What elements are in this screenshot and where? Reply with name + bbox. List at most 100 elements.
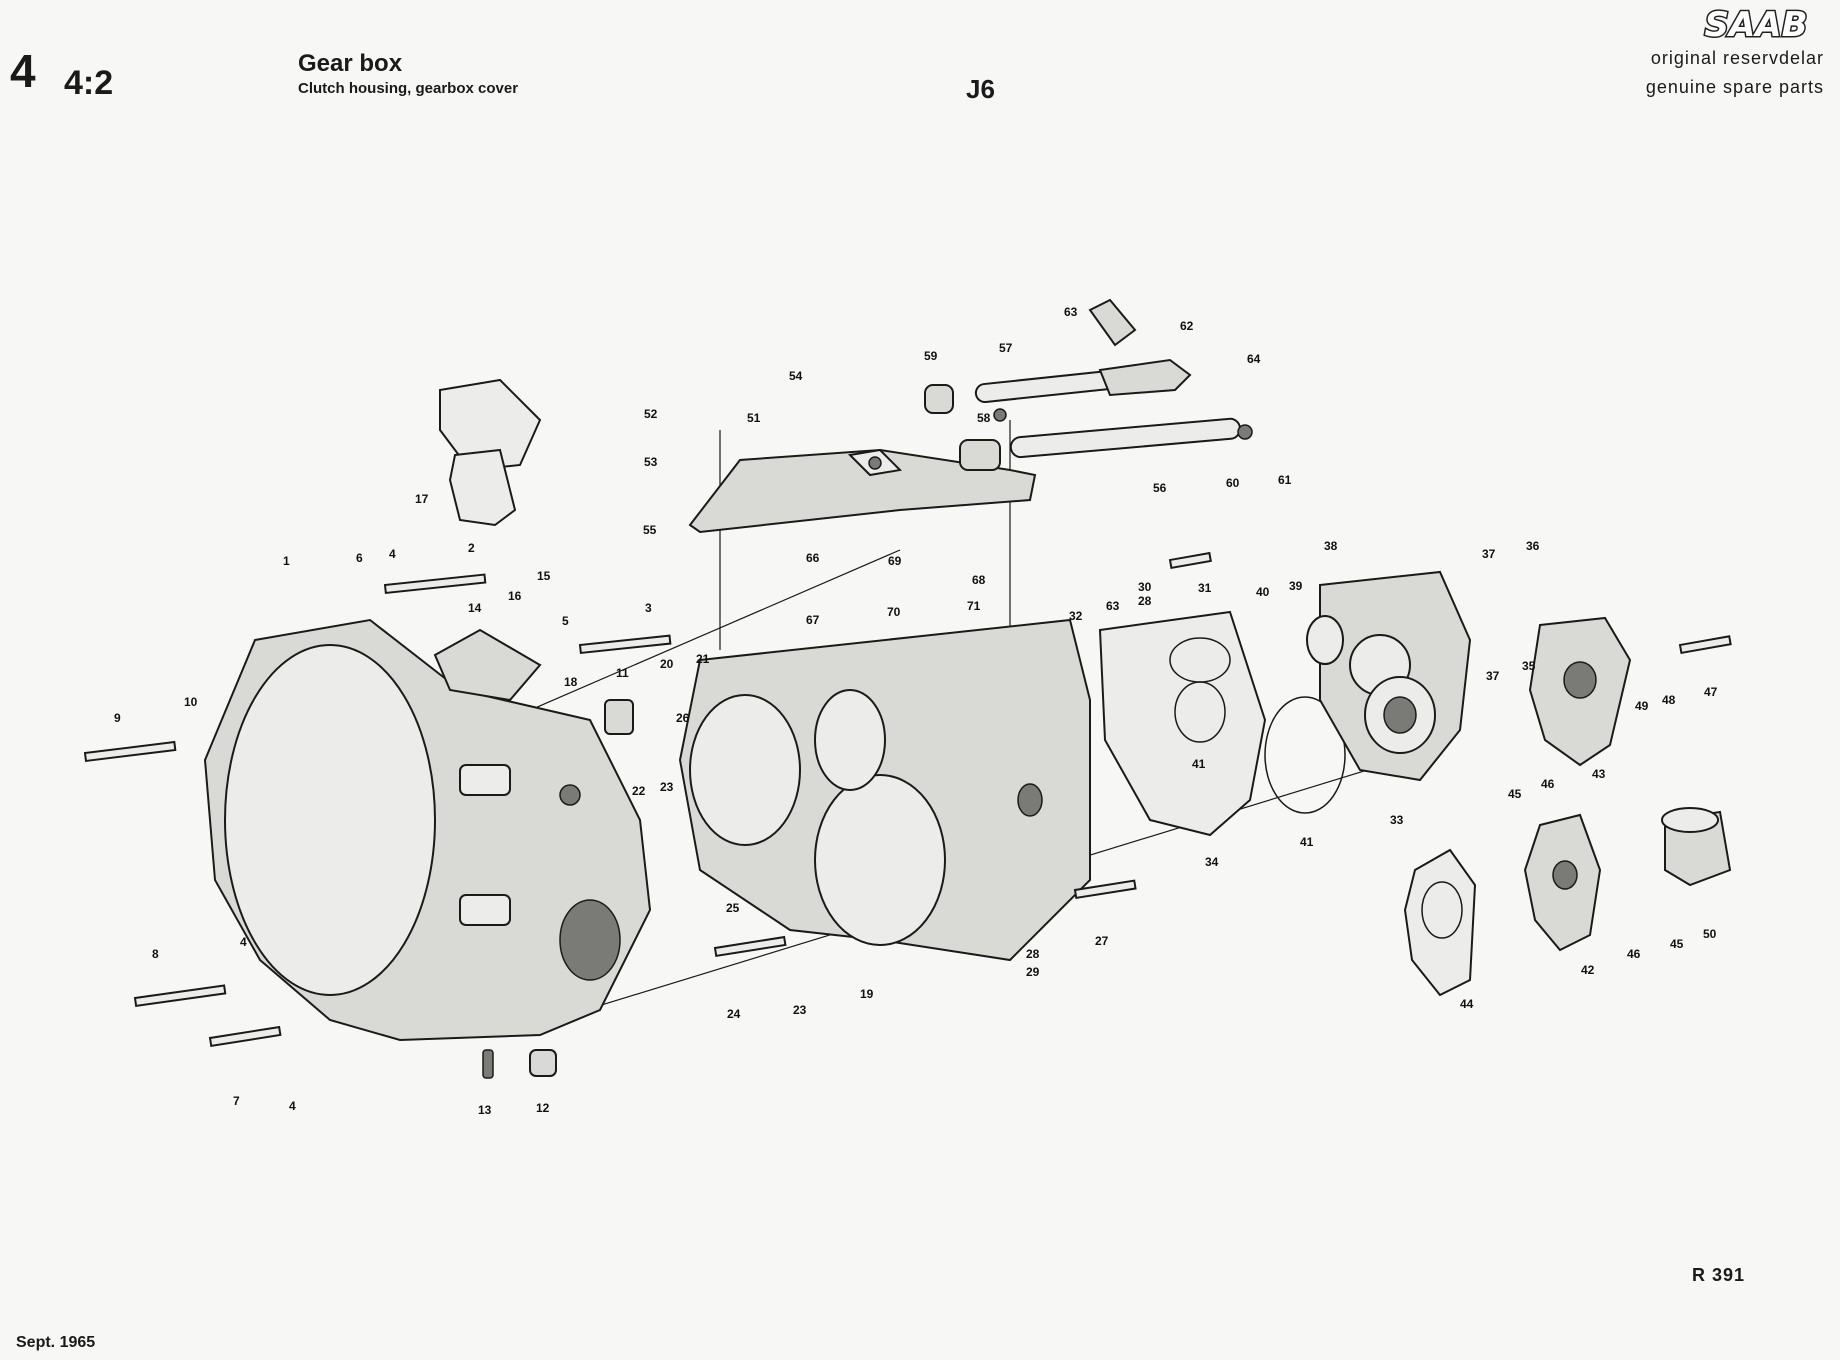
callout-58: 58 <box>977 411 991 425</box>
callout-13: 13 <box>478 1103 492 1117</box>
callout-71: 71 <box>967 599 981 613</box>
callout-37a: 37 <box>1482 547 1496 561</box>
callout-7: 7 <box>233 1094 240 1108</box>
svg-text:SAAB: SAAB <box>1704 5 1807 44</box>
callout-55: 55 <box>643 523 657 537</box>
callout-21: 21 <box>696 652 710 666</box>
callout-11: 11 <box>616 666 629 680</box>
callout-54: 54 <box>789 369 803 383</box>
callout-6: 6 <box>356 551 363 565</box>
callout-38: 38 <box>1324 539 1338 553</box>
callout-17: 17 <box>415 492 429 506</box>
callout-63a: 63 <box>1064 305 1078 319</box>
rear-gasket <box>1098 610 1267 837</box>
callout-41b: 41 <box>1300 835 1314 849</box>
saab-logo: SAAB <box>1694 4 1818 44</box>
callout-22: 22 <box>632 784 646 798</box>
callout-56: 56 <box>1153 481 1167 495</box>
callout-20: 20 <box>660 657 674 671</box>
gearbox-cover <box>688 448 1037 534</box>
callout-32: 32 <box>1069 609 1083 623</box>
callout-68: 68 <box>972 573 986 587</box>
callout-45b: 45 <box>1670 937 1684 951</box>
callout-1: 1 <box>283 554 290 568</box>
callout-18: 18 <box>564 675 578 689</box>
callout-25: 25 <box>726 901 740 915</box>
callout-14: 14 <box>468 601 482 615</box>
callout-47: 47 <box>1704 685 1718 699</box>
callout-63b: 63 <box>1106 599 1120 613</box>
rear-cover <box>1306 570 1472 782</box>
callout-28b: 28 <box>1138 594 1152 608</box>
callout-46a: 46 <box>1541 777 1555 791</box>
clutch-housing <box>203 618 652 1042</box>
callout-30: 30 <box>1138 580 1152 594</box>
callout-61: 61 <box>1278 473 1292 487</box>
callout-4a: 4 <box>389 547 396 561</box>
callout-36: 36 <box>1526 539 1540 553</box>
page-subtitle: Clutch housing, gearbox cover <box>298 80 519 97</box>
callout-67: 67 <box>806 613 820 627</box>
callout-16: 16 <box>508 589 522 603</box>
section-number: 4 <box>10 45 36 97</box>
callout-57: 57 <box>999 341 1013 355</box>
page-title: Gear box <box>298 50 403 77</box>
brand-tagline-english: genuine spare parts <box>1645 77 1824 97</box>
callout-29: 29 <box>1026 965 1040 979</box>
callout-23b: 23 <box>793 1003 807 1017</box>
callout-2: 2 <box>468 541 475 555</box>
callout-41a: 41 <box>1192 757 1206 771</box>
callout-5: 5 <box>562 614 569 628</box>
callout-8: 8 <box>152 947 159 961</box>
page-code: J6 <box>966 74 995 104</box>
callout-10: 10 <box>184 695 198 709</box>
selector-rods <box>924 298 1242 471</box>
callout-42: 42 <box>1581 963 1595 977</box>
callout-35: 35 <box>1522 659 1536 673</box>
callout-3: 3 <box>645 601 652 615</box>
drawing-reference: R 391 <box>1692 1265 1746 1285</box>
callout-59: 59 <box>924 349 938 363</box>
bolts <box>83 408 1732 1079</box>
callout-44: 44 <box>1460 997 1474 1011</box>
callout-60: 60 <box>1226 476 1240 490</box>
callout-12: 12 <box>536 1101 550 1115</box>
bearing-caps <box>1403 616 1732 997</box>
callout-15: 15 <box>537 569 551 583</box>
callout-24: 24 <box>727 1007 741 1021</box>
callout-40: 40 <box>1256 585 1270 599</box>
callout-4b: 4 <box>240 935 247 949</box>
inspection-covers <box>433 378 542 702</box>
callout-48: 48 <box>1662 693 1676 707</box>
callout-69: 69 <box>888 554 902 568</box>
callout-52: 52 <box>644 407 658 421</box>
callout-26: 26 <box>676 711 690 725</box>
callout-62: 62 <box>1180 319 1194 333</box>
gearbox-housing <box>678 618 1091 962</box>
callout-51: 51 <box>747 411 761 425</box>
callout-23a: 23 <box>660 780 674 794</box>
o-ring <box>1264 696 1346 814</box>
callout-39: 39 <box>1289 579 1303 593</box>
callout-50: 50 <box>1703 927 1717 941</box>
callout-labels: 1 2 3 4 4 4 5 6 7 8 9 10 11 12 13 14 15 … <box>114 305 1718 1117</box>
callout-66: 66 <box>806 551 820 565</box>
subsection-number: 4:2 <box>64 64 114 102</box>
print-date: Sept. 1965 <box>16 1334 96 1351</box>
callout-4c: 4 <box>289 1099 296 1113</box>
callout-53: 53 <box>644 455 658 469</box>
callout-45a: 45 <box>1508 787 1522 801</box>
callout-9: 9 <box>114 711 121 725</box>
callout-64: 64 <box>1247 352 1261 366</box>
callout-31: 31 <box>1198 581 1212 595</box>
callout-27: 27 <box>1095 934 1109 948</box>
callout-46b: 46 <box>1627 947 1641 961</box>
callout-19: 19 <box>860 987 874 1001</box>
callout-37b: 37 <box>1486 669 1500 683</box>
callout-28a: 28 <box>1026 947 1040 961</box>
callout-34: 34 <box>1205 855 1219 869</box>
callout-33: 33 <box>1390 813 1404 827</box>
callout-49: 49 <box>1635 699 1649 713</box>
brand-tagline-swedish: original reservdelar <box>1650 48 1824 68</box>
